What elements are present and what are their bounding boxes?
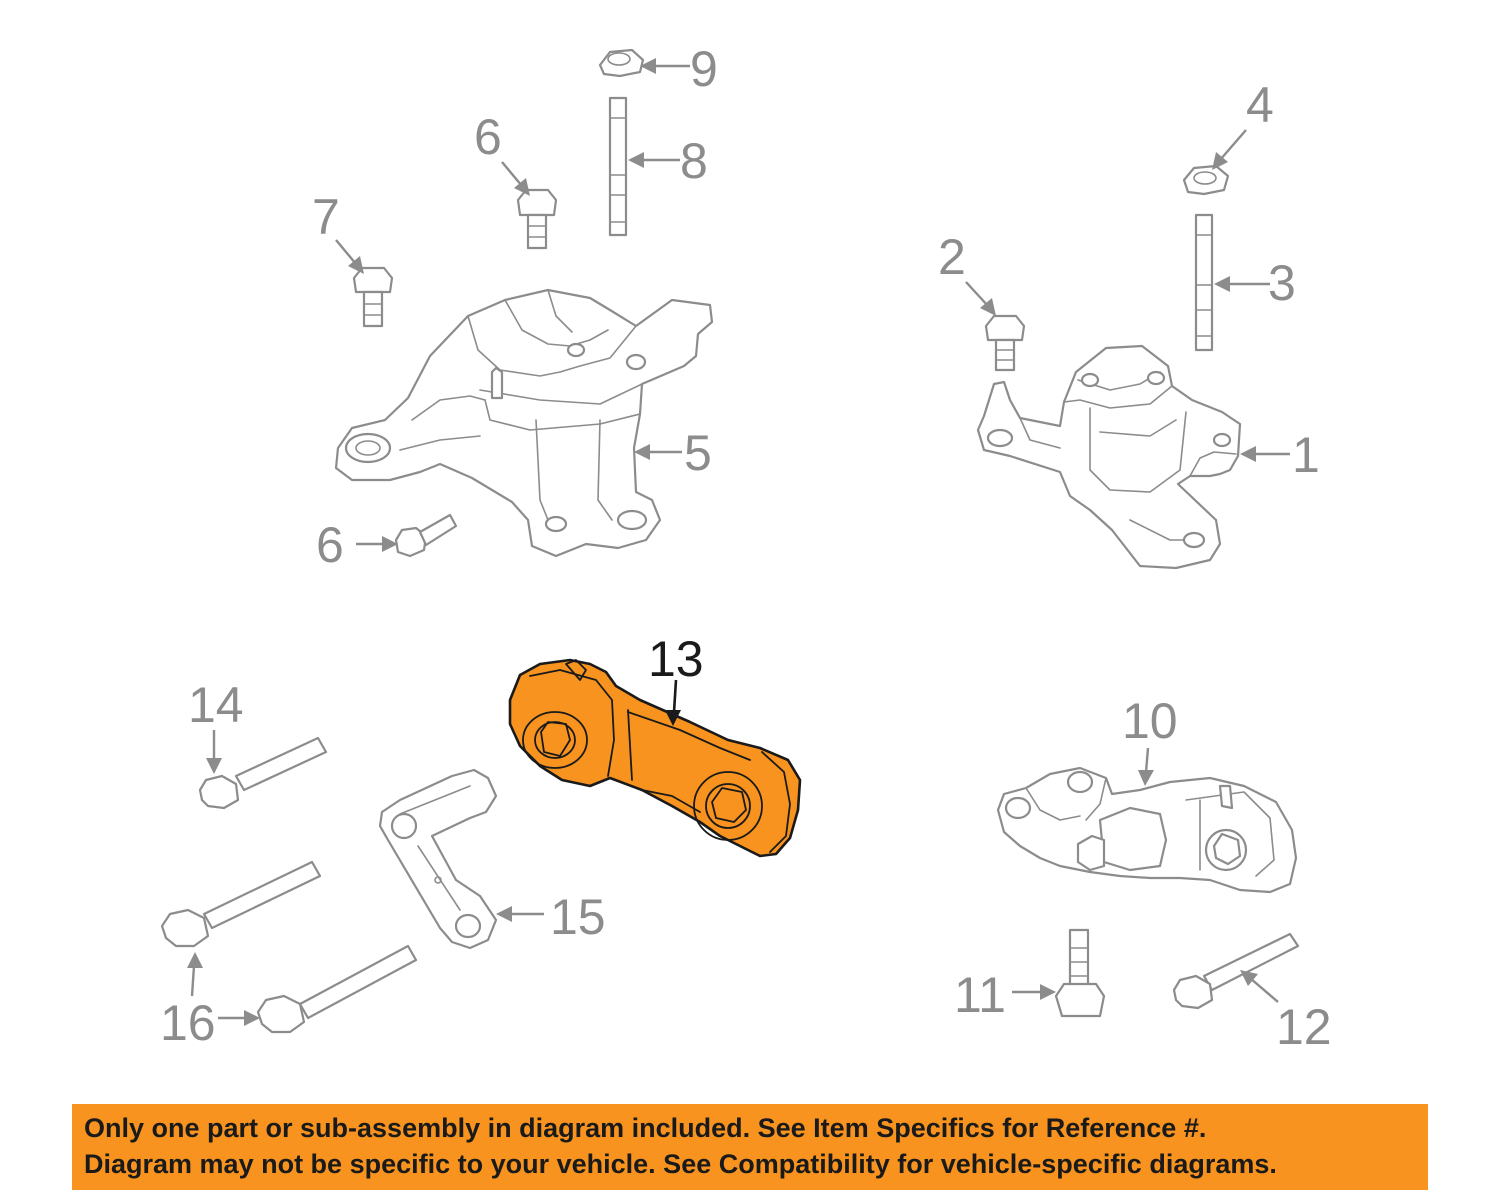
- callout-5: 5: [684, 425, 712, 481]
- part-16-bolt-upper: [160, 860, 322, 948]
- part-3-stud: [1194, 213, 1214, 352]
- part-1-engine-mount: [976, 344, 1242, 570]
- callout-16: 16: [160, 995, 216, 1051]
- disclaimer-line-2: Diagram may not be specific to your vehi…: [84, 1149, 1277, 1179]
- leader-arrows: [187, 58, 1290, 1026]
- callout-2: 2: [938, 229, 966, 285]
- callout-13: 13: [648, 631, 704, 687]
- part-16-bolt-lower: [256, 944, 418, 1034]
- disclaimer-line-1: Only one part or sub-assembly in diagram…: [84, 1113, 1207, 1143]
- callout-8: 8: [680, 133, 708, 189]
- part-9-nut: [598, 48, 645, 78]
- callout-11: 11: [954, 967, 1006, 1023]
- callout-9: 9: [690, 41, 718, 97]
- part-2-bolt: [984, 314, 1026, 372]
- part-11-bolt: [1054, 928, 1106, 1018]
- part-14-bolt: [198, 736, 328, 810]
- callout-labels: 9 8 6 7 5 6 4 3 2 1 13 14 15 16 10 11 12: [160, 41, 1332, 1055]
- part-5-transmission-mount: [334, 288, 714, 558]
- part-12-bolt: [1172, 932, 1300, 1010]
- callout-1: 1: [1292, 427, 1320, 483]
- part-6-bolt-upper: [516, 188, 558, 250]
- callout-7: 7: [312, 189, 340, 245]
- part-8-stud: [608, 96, 628, 237]
- part-10-mount: [996, 766, 1298, 894]
- part-15-bracket: [378, 768, 498, 950]
- part-6-bolt-lower: [394, 513, 458, 558]
- callout-15: 15: [550, 889, 606, 945]
- callout-3: 3: [1268, 255, 1296, 311]
- callout-6-lower: 6: [316, 517, 344, 573]
- callout-10: 10: [1122, 693, 1178, 749]
- callout-12: 12: [1276, 999, 1332, 1055]
- disclaimer-banner: Only one part or sub-assembly in diagram…: [72, 1104, 1428, 1190]
- part-13-torque-rod: [508, 658, 802, 858]
- callout-4: 4: [1246, 77, 1274, 133]
- callout-6-upper: 6: [474, 109, 502, 165]
- callout-14: 14: [188, 677, 244, 733]
- part-7-bolt: [352, 266, 394, 328]
- part-4-nut: [1182, 164, 1230, 196]
